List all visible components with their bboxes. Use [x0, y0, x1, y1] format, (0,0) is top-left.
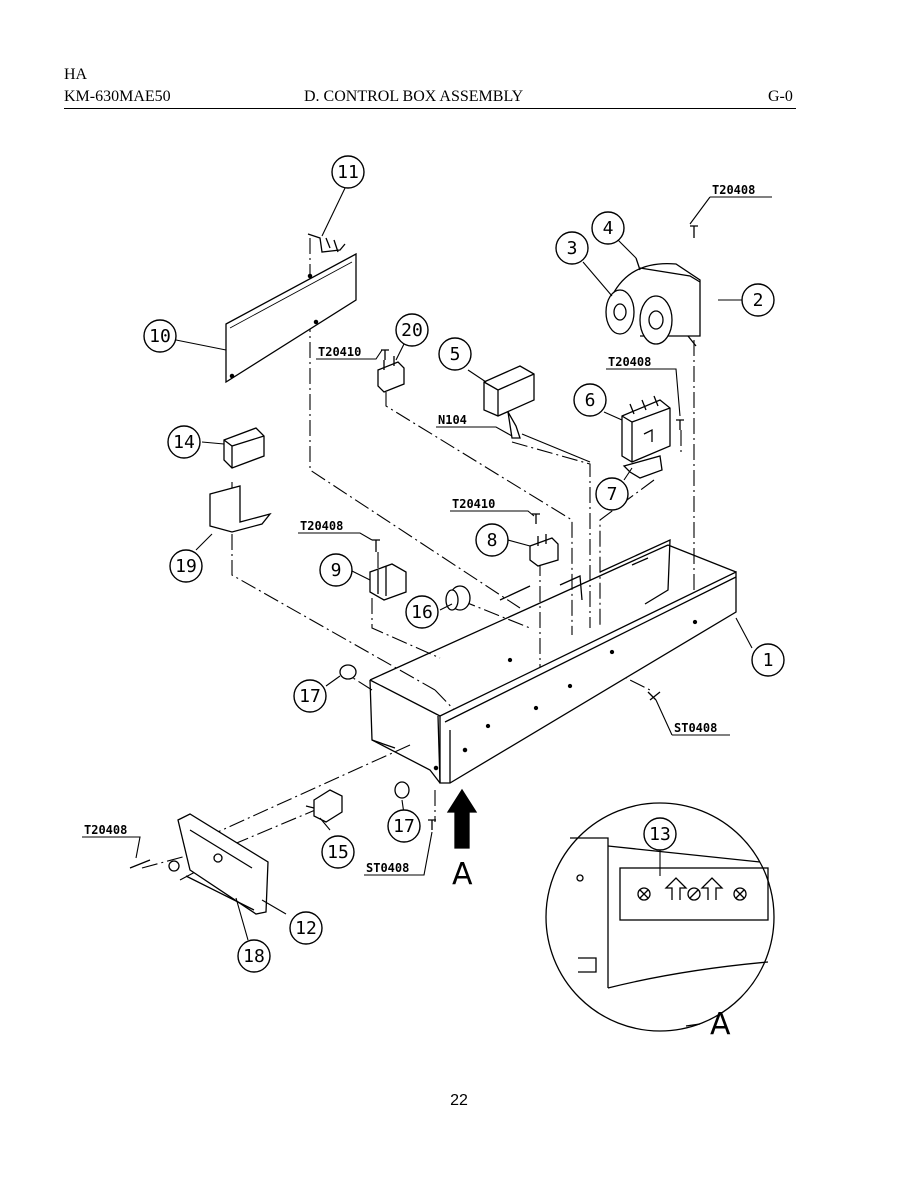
callout-circle [555, 231, 589, 265]
part-no-label: T20408 [608, 355, 651, 369]
part-no-label: T20410 [452, 497, 495, 511]
callout-label: 9 [331, 560, 342, 581]
control-board [225, 252, 357, 384]
transformer [369, 563, 407, 601]
part-no-label: T20408 [712, 183, 755, 197]
callout-circle [595, 477, 629, 511]
callout-circle [591, 211, 625, 245]
callout-label: 2 [753, 290, 764, 311]
header-model: KM-630MAE50 [64, 88, 171, 105]
callout-label: 13 [649, 824, 671, 845]
header-title: D. CONTROL BOX ASSEMBLY [304, 88, 524, 105]
callout-label: 7 [607, 484, 618, 505]
callout-label: 8 [487, 530, 498, 551]
contactor-bracket [622, 455, 663, 479]
callout-label: 10 [149, 326, 171, 347]
callout-leaders [175, 185, 753, 831]
callout-circle [751, 643, 785, 677]
part-no-label: T20408 [300, 519, 343, 533]
callout-circle [143, 319, 177, 353]
callout-circle [438, 337, 472, 371]
callout-circle [405, 595, 439, 629]
callout-label: 3 [567, 238, 578, 259]
toggle-switch [305, 789, 343, 823]
callout-circle [293, 679, 327, 713]
bushing-17a [339, 664, 357, 680]
part-number-labels: T20408 T20408 T20410 N104 T20410 T20408 … [84, 183, 755, 875]
control-box-base [369, 538, 737, 784]
screws [129, 225, 698, 869]
part-no-label: ST0408 [674, 721, 717, 735]
capacitors [605, 257, 701, 347]
callout-circle [167, 425, 201, 459]
view-arrow [446, 788, 478, 849]
part-no-label: N104 [438, 413, 467, 427]
header-brand: HA [64, 66, 88, 83]
part-no-label: ST0408 [366, 861, 409, 875]
relay-14 [223, 427, 265, 469]
callout-label: 19 [175, 556, 197, 577]
callout-label: 12 [295, 918, 317, 939]
page-number: 22 [450, 1092, 468, 1109]
callout-label: 1 [763, 650, 774, 671]
header-rule [64, 108, 796, 109]
callout-circle [321, 835, 355, 869]
callout-circle [395, 313, 429, 347]
switch-bracket [168, 813, 269, 915]
view-letter-a: A [452, 857, 473, 892]
bracket-19 [209, 485, 272, 533]
callout-label: 17 [393, 816, 415, 837]
callout-label: 15 [327, 842, 349, 863]
callout-circle [643, 817, 677, 851]
part-number-underlines [82, 196, 772, 941]
small-relay-20 [377, 356, 405, 393]
detail-view-letter: A [710, 1007, 731, 1042]
callout-circle [289, 911, 323, 945]
part-no-label: T20410 [318, 345, 361, 359]
callout-circle [741, 283, 775, 317]
callout-label: 14 [173, 432, 195, 453]
callout-label: 4 [603, 218, 614, 239]
callout-circle [169, 549, 203, 583]
detail-view-a [545, 802, 775, 1032]
callout-circle [319, 553, 353, 587]
callout-label: 16 [411, 602, 433, 623]
callout-label: 20 [401, 320, 423, 341]
callout-label: 5 [450, 344, 461, 365]
bushing-17b [394, 781, 410, 799]
callout-circle [237, 939, 271, 973]
knob-16 [445, 585, 471, 611]
callout-label: 17 [299, 686, 321, 707]
callout-label: 11 [337, 162, 359, 183]
callout-circle [475, 523, 509, 557]
part-no-label: T20408 [84, 823, 127, 837]
relay-box [483, 365, 535, 439]
board-support [307, 233, 346, 253]
callout-label: 6 [585, 390, 596, 411]
magnetic-contactor [621, 395, 671, 463]
callout-circle [387, 809, 421, 843]
small-relay-8 [529, 534, 559, 567]
callout-circle [573, 383, 607, 417]
callout-label: 18 [243, 946, 265, 967]
header-code: G-0 [768, 88, 793, 105]
callout-circle [331, 155, 365, 189]
